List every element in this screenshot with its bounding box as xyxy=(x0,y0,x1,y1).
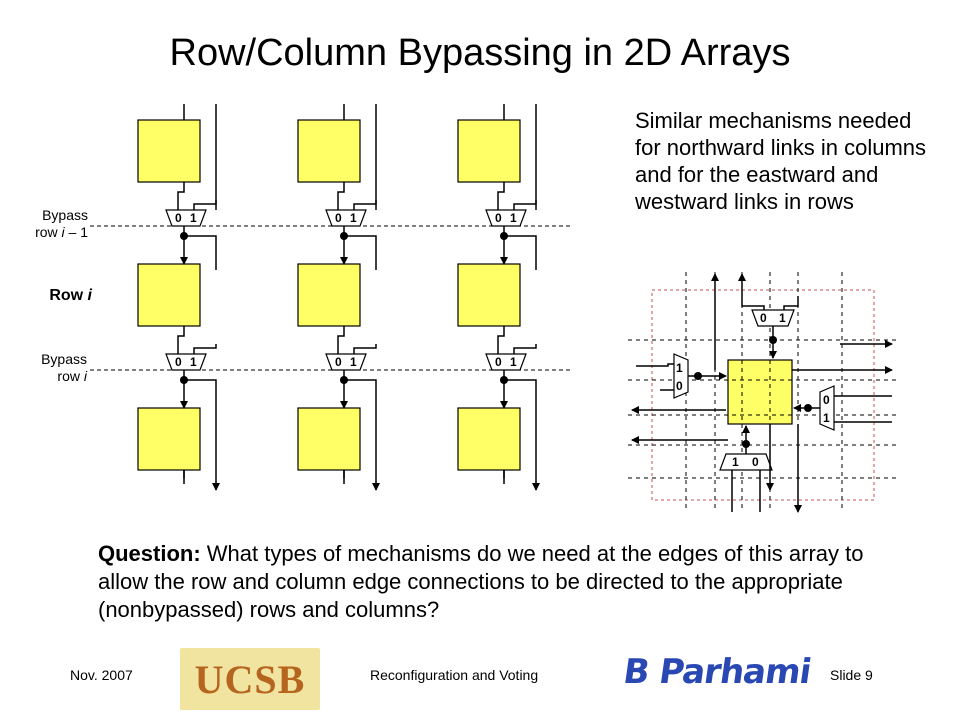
wire xyxy=(741,300,765,310)
wire xyxy=(636,363,674,367)
select-dot xyxy=(804,404,812,412)
mux-label-1: 1 xyxy=(676,361,683,375)
mux-label-1: 1 xyxy=(510,355,517,369)
processor-cell xyxy=(297,119,361,183)
mux-label-0: 0 xyxy=(175,355,182,369)
cell-output-wire xyxy=(177,326,185,354)
bypass-wire xyxy=(353,200,377,210)
mux-label-1: 1 xyxy=(732,455,739,469)
footer-date: Nov. 2007 xyxy=(70,667,133,683)
mux-label-1: 1 xyxy=(823,411,830,425)
mux-label-0: 0 xyxy=(175,211,182,225)
wire xyxy=(783,296,799,310)
mux-label-0: 0 xyxy=(760,311,767,325)
processor-cell xyxy=(137,119,201,183)
cell-output-wire xyxy=(497,326,505,354)
slide-title: Row/Column Bypassing in 2D Arrays xyxy=(169,32,791,74)
cell-output-wire xyxy=(497,182,505,210)
mux-label-0: 0 xyxy=(335,355,342,369)
mux-label-0: 0 xyxy=(495,355,502,369)
footer-course: Reconfiguration and Voting xyxy=(370,667,539,683)
detail-boundary xyxy=(651,289,875,501)
parhami-logo: B Parhami xyxy=(620,652,814,692)
mux-west xyxy=(673,353,689,399)
mux-label-1: 1 xyxy=(510,211,517,225)
mux xyxy=(485,209,527,227)
footer-slide-number: Slide 9 xyxy=(830,667,873,683)
mux xyxy=(165,209,207,227)
mux-label-1: 1 xyxy=(190,211,197,225)
select-dot xyxy=(694,372,702,380)
mux-north xyxy=(751,309,795,327)
bypass-wire xyxy=(353,344,377,354)
mux-label-1: 1 xyxy=(350,355,357,369)
processor-cell xyxy=(457,263,521,327)
bypass-wire xyxy=(344,235,377,270)
mux-label-0: 0 xyxy=(752,455,759,469)
bypass-wire xyxy=(504,379,537,414)
mux-south xyxy=(719,453,773,471)
mux-label-1: 1 xyxy=(350,211,357,225)
cell-output-wire xyxy=(337,182,345,210)
processor-cell xyxy=(297,263,361,327)
mux xyxy=(325,209,367,227)
mux xyxy=(165,353,207,371)
cell-output-wire xyxy=(337,326,345,354)
bypass-row-i-label: Bypass row i xyxy=(41,351,87,384)
bypass-wire xyxy=(193,344,217,354)
bypass-wire xyxy=(513,200,537,210)
processor-cell xyxy=(137,407,201,471)
processor-cell xyxy=(137,263,201,327)
detail-cell xyxy=(727,359,793,425)
bypass-row-prev-label: Bypass row i – 1 xyxy=(35,207,88,240)
bypass-wire xyxy=(184,379,217,414)
mux-east xyxy=(819,385,835,431)
bypass-wire xyxy=(513,344,537,354)
cell-output-wire xyxy=(177,182,185,210)
select-dot xyxy=(769,336,777,344)
row-i-label: Row i xyxy=(49,287,92,304)
bypass-wire xyxy=(184,235,217,270)
question-body: What types of mechanisms do we need at t… xyxy=(98,541,864,622)
mux xyxy=(325,353,367,371)
bypass-wire xyxy=(193,200,217,210)
side-note: Similar mechanisms needed for northward … xyxy=(635,108,927,214)
processor-cell xyxy=(457,119,521,183)
bypass-wire xyxy=(344,379,377,414)
ucsb-logo: UCSB xyxy=(180,648,320,710)
mux-label-0: 0 xyxy=(335,211,342,225)
mux-label-0: 0 xyxy=(823,393,830,407)
question-label: Question: xyxy=(98,541,201,566)
mux-label-0: 0 xyxy=(495,211,502,225)
select-dot xyxy=(742,440,750,448)
mux-label-0: 0 xyxy=(676,379,683,393)
bypass-wire xyxy=(504,235,537,270)
question-text: Question: What types of mechanisms do we… xyxy=(98,540,898,624)
mux-label-1: 1 xyxy=(190,355,197,369)
mux-label-1: 1 xyxy=(779,311,786,325)
processor-cell xyxy=(457,407,521,471)
processor-cell xyxy=(297,407,361,471)
mux xyxy=(485,353,527,371)
